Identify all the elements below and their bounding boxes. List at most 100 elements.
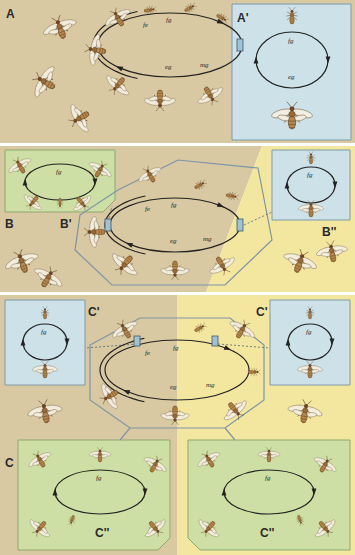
stage-marker	[237, 219, 243, 231]
cycle-arrowhead	[53, 489, 58, 496]
winged-wasp	[225, 314, 260, 345]
wasp-part	[251, 371, 252, 374]
winged-wasp	[69, 190, 96, 216]
life-cycle-loop	[110, 198, 240, 252]
panel-letter: C	[5, 457, 14, 469]
life-cycle-loop	[288, 324, 332, 360]
wasp-part	[112, 86, 117, 91]
wasp-part	[151, 179, 154, 181]
panel-letter: A'	[237, 12, 249, 24]
life-cycle-loop	[287, 167, 335, 203]
wasp-part	[92, 47, 97, 52]
wasp-part	[216, 257, 220, 259]
stage-label: fg	[171, 202, 176, 209]
winged-wasp	[134, 161, 165, 189]
wasp-part	[120, 24, 124, 26]
wasp-part	[308, 375, 312, 376]
group-outline	[75, 160, 272, 285]
wasp-part	[287, 102, 297, 107]
wasp-part	[149, 521, 152, 523]
wasp-part	[236, 413, 244, 420]
wasp-part	[310, 161, 313, 162]
life-cycle-branch	[93, 11, 137, 78]
winged-wasp	[85, 156, 116, 184]
wasp-part	[309, 158, 312, 164]
wasp-part	[309, 318, 312, 319]
wasp-part	[202, 180, 206, 185]
winged-wasp	[94, 379, 125, 414]
wasp-part	[158, 93, 163, 94]
winged-wasp	[19, 189, 46, 215]
wasp-part	[104, 230, 105, 235]
panel-band: AA'	[0, 0, 355, 143]
wasp-part	[256, 371, 258, 373]
panel-letter: C'	[256, 306, 268, 318]
wasp-part	[156, 529, 160, 533]
wasp-part	[322, 467, 325, 469]
wasp-part	[295, 268, 300, 270]
cycle-arrowhead	[222, 489, 227, 496]
wasp-part	[242, 320, 250, 327]
wasp-part	[297, 515, 299, 517]
wasp-part	[143, 166, 150, 172]
wasp-part	[120, 79, 123, 82]
wasp-part	[236, 336, 240, 338]
wasp-part	[309, 315, 312, 316]
cycle-arrowhead	[93, 179, 98, 186]
wasp-part	[43, 282, 47, 284]
stage-label: fg	[173, 345, 178, 352]
wasp-part	[309, 209, 313, 217]
wasp-part	[77, 197, 80, 199]
wasp-part	[68, 523, 72, 526]
cycle-arrowhead	[285, 182, 290, 189]
wasp-part	[20, 168, 23, 170]
wasp-part	[96, 47, 107, 54]
wasp-part	[330, 255, 335, 257]
wasp-part	[308, 200, 314, 203]
wasp-part	[301, 421, 306, 423]
wasp-part	[22, 171, 25, 173]
wasp-part	[187, 8, 188, 10]
stage-label: fg	[288, 38, 293, 45]
wasp-part	[82, 114, 84, 118]
wasp-part	[298, 516, 300, 518]
wasp-part	[210, 99, 218, 106]
wingless-wasp	[225, 191, 239, 201]
wingless-wasp	[215, 11, 230, 25]
wasp-part	[195, 329, 196, 331]
winged-wasp	[218, 394, 253, 428]
wasp-part	[226, 194, 228, 197]
life-cycle-loop	[256, 32, 328, 88]
wasp-part	[308, 370, 312, 378]
wasp-part	[59, 205, 61, 207]
wasp-part	[158, 104, 162, 108]
wasp-part	[205, 89, 209, 91]
wasp-part	[320, 523, 323, 525]
wasp-part	[308, 373, 312, 374]
wasp-part	[40, 462, 43, 464]
wasp-part	[266, 447, 272, 450]
wasp-part	[290, 13, 294, 17]
wasp-part	[99, 48, 101, 53]
wasp-part	[43, 415, 48, 417]
wasp-part	[32, 530, 39, 537]
wasp-part	[72, 515, 74, 517]
wasp-part	[96, 174, 99, 176]
wasp-part	[254, 371, 257, 374]
wasp-part	[149, 8, 152, 11]
wasp-part	[331, 260, 336, 262]
wasp-part	[158, 96, 163, 97]
wasp-part	[290, 21, 294, 22]
wasp-part	[237, 334, 241, 336]
life-cycle-loop	[105, 340, 249, 400]
panel-fill	[177, 295, 355, 555]
cycle-arrowhead	[224, 345, 231, 350]
winged-wasp	[25, 397, 65, 426]
cycle-arrowhead	[326, 57, 331, 64]
wasp-part	[173, 418, 176, 421]
winged-wasp	[24, 513, 55, 543]
stage-marker	[212, 336, 218, 346]
wasp-part	[196, 329, 197, 331]
winged-wasp	[100, 69, 135, 103]
